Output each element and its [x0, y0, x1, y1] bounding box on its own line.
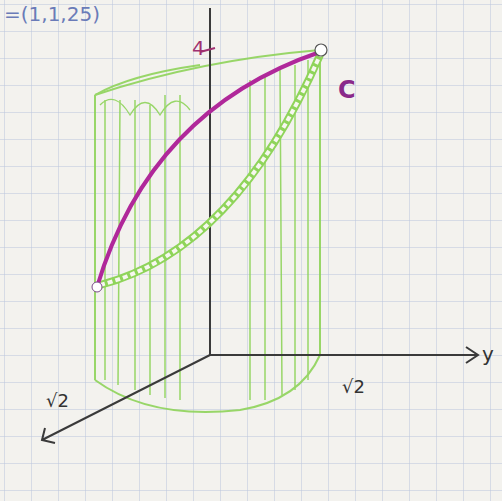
- sketch-label: √2: [46, 392, 69, 410]
- cylinder: [95, 50, 320, 412]
- axes: [42, 8, 478, 443]
- endpoint: [92, 282, 102, 292]
- sketch-label: C: [338, 78, 356, 102]
- hatched-curve: [100, 55, 320, 285]
- curve-c: [97, 52, 320, 287]
- hatched-curve-inner: [100, 55, 320, 285]
- sketch-label: √2: [342, 378, 365, 396]
- sketch-label: 4: [192, 38, 205, 58]
- endpoint: [315, 44, 327, 56]
- sketch-label: y: [482, 344, 494, 364]
- sketch-label: =(1,1,25): [4, 4, 100, 24]
